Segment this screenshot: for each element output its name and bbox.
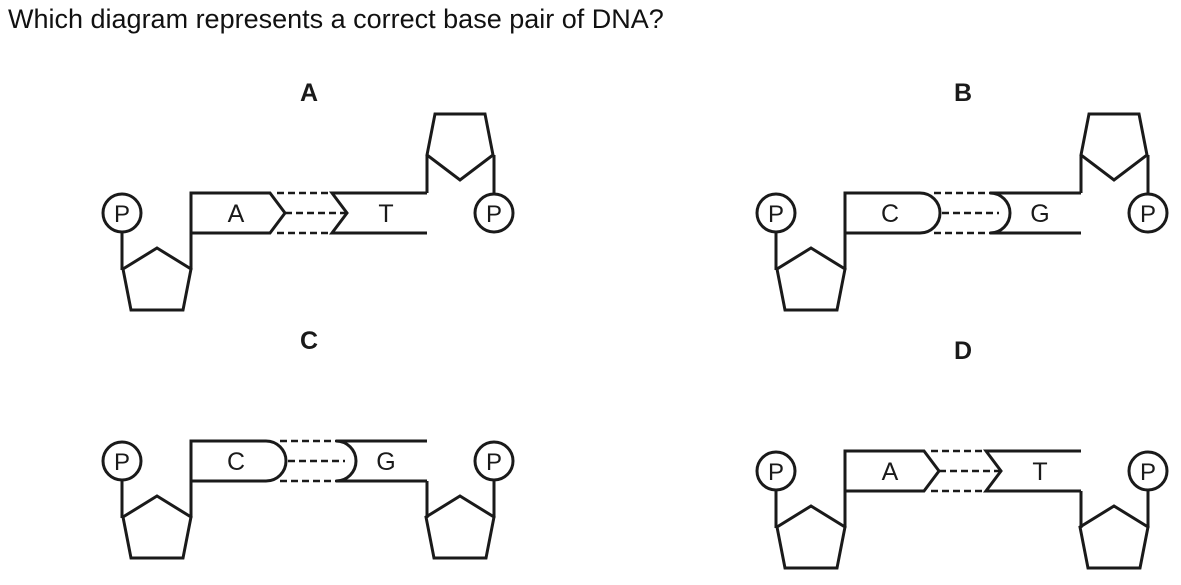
right-phosphate-label: P (1140, 459, 1156, 486)
left-sugar-pentagon (775, 246, 847, 312)
left-phosphate-label: P (114, 449, 130, 476)
left-base-block (843, 191, 942, 235)
right-base-block (335, 439, 427, 483)
left-base-letter: A (882, 458, 899, 486)
right-phosphate-label: P (486, 449, 502, 476)
option-a-diagram: A P A T P (101, 79, 515, 312)
option-d-diagram: D P A T P (755, 337, 1169, 570)
left-phosphate-label: P (114, 201, 130, 228)
right-base-letter: T (1032, 458, 1047, 486)
right-base-letter: G (1030, 200, 1049, 228)
left-base-letter: C (881, 200, 899, 228)
option-label: B (954, 79, 972, 107)
right-base-letter: T (378, 200, 393, 228)
right-sugar-pentagon (1078, 504, 1150, 570)
right-base-block (989, 191, 1081, 235)
option-b-diagram: B P C G P (755, 79, 1169, 312)
left-base-block (189, 439, 288, 483)
left-base-letter: C (227, 448, 245, 476)
left-phosphate-label: P (768, 459, 784, 486)
left-sugar-pentagon (121, 246, 193, 312)
option-label: A (300, 79, 318, 107)
left-base-letter: A (228, 200, 245, 228)
right-sugar-pentagon (425, 112, 495, 182)
right-base-letter: G (376, 448, 395, 476)
right-sugar-pentagon (1079, 112, 1149, 182)
option-label: C (300, 327, 318, 355)
right-sugar-pentagon (424, 494, 496, 560)
left-sugar-pentagon (775, 504, 847, 570)
left-sugar-pentagon (121, 494, 193, 560)
left-phosphate-label: P (768, 201, 784, 228)
option-label: D (954, 337, 972, 365)
question-text: Which diagram represents a correct base … (8, 4, 664, 34)
option-c-diagram: C P C G P (101, 327, 515, 560)
right-phosphate-label: P (486, 201, 502, 228)
right-phosphate-label: P (1140, 201, 1156, 228)
